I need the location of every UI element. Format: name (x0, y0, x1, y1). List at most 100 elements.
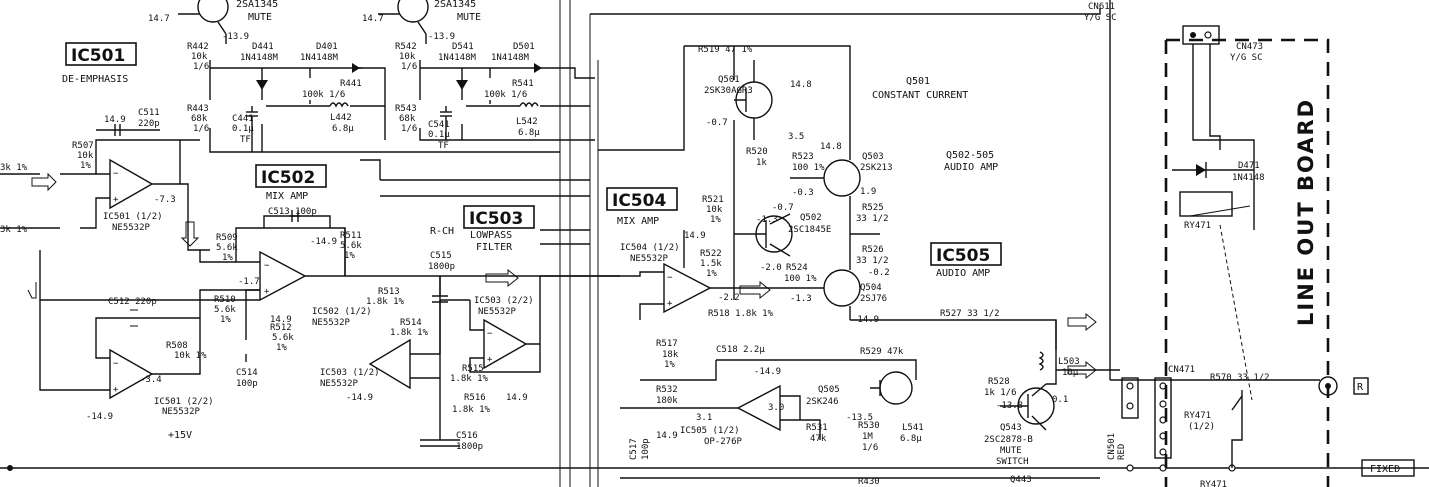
label-r520v: 1k (756, 158, 767, 168)
label-r543v: 68k (399, 114, 416, 124)
label-c514: C514 (236, 368, 258, 378)
svg-text:+: + (113, 195, 119, 205)
label-r522: R522 (700, 249, 722, 259)
label-r430: R430 (858, 477, 880, 487)
label-r3k1: 3k 1% (0, 163, 28, 173)
label-n149c: -14.9 (346, 393, 373, 403)
label-n149d: -14.9 (86, 412, 113, 422)
label-r515v: 1.8k 1% (450, 374, 489, 384)
label-r513v: 1.8k 1% (366, 297, 405, 307)
label-ry471b: RY471 (1184, 411, 1211, 421)
label-n13: -1.3 (756, 215, 778, 225)
label-r518: R518 1.8k 1% (708, 309, 774, 319)
label-n13b: -1.3 (790, 294, 812, 304)
label-c515v: 1800p (428, 262, 455, 272)
label-n07b: -0.7 (772, 203, 794, 213)
ic504-desc: MIX AMP (617, 216, 659, 227)
label-r541v: 100k 1/6 (484, 90, 527, 100)
ic505-opamp (620, 359, 917, 440)
ic505-label: IC505 (936, 246, 990, 266)
ic501b-opamp: − + (39, 289, 260, 400)
supply-note: +15V (168, 430, 192, 441)
label-r516: R516 (464, 393, 486, 403)
label-r520: R520 (746, 147, 768, 157)
label-r527: R527 33 1/2 (940, 309, 1000, 319)
ic504-box (606, 187, 678, 211)
label-r443v: 68k (191, 114, 208, 124)
label-r442v: 10k (191, 52, 208, 62)
label-r442: R442 (187, 42, 209, 52)
label-c518: C518 2.2µ (716, 345, 765, 355)
label-c541v: 0.1µ (428, 130, 450, 140)
label-v149b: 14.9 (270, 315, 292, 325)
label-r509v: 5.6k (216, 243, 238, 253)
label-n03: -0.3 (792, 188, 814, 198)
label-r508v: 10k 1% (174, 351, 207, 361)
label-cn473: CN473 (1236, 42, 1263, 52)
label-v149c: 14.9 (684, 231, 706, 241)
label-v19: 1.9 (860, 187, 876, 197)
board-title: LINE OUT BOARD (1294, 98, 1318, 326)
label-r443t: 1/6 (193, 124, 209, 134)
label-r510v: 5.6k (214, 305, 236, 315)
label-r531: R531 (806, 423, 828, 433)
label-r511t: 1% (344, 251, 355, 261)
mute-transistor-q441 (178, 0, 229, 44)
label-mute: MUTE (1000, 446, 1022, 456)
q502-note-desc: AUDIO AMP (944, 162, 998, 173)
label-d401v: 1N4148M (300, 53, 339, 63)
ic503-box (463, 205, 535, 229)
label-q504: Q504 (860, 283, 882, 293)
label-r512t: 1% (276, 343, 287, 353)
svg-text:−: − (113, 169, 119, 179)
label-v01: 0.1 (1052, 395, 1068, 405)
label-r512v: 5.6k (272, 333, 294, 343)
label-n22: -2.2 (718, 293, 740, 303)
label-ic504v: NE5532P (630, 254, 669, 264)
label-v149d: 14.9 (656, 431, 678, 441)
label-r509t: 1% (222, 253, 233, 263)
label-c516v: 1800p (456, 442, 483, 452)
de-emphasis-network-l (209, 60, 560, 153)
label-cn501: CN501 (1107, 433, 1117, 460)
ic502-label: IC502 (261, 168, 315, 188)
svg-text:−: − (264, 261, 270, 271)
label-l442: L442 (330, 113, 352, 123)
label-l542: L542 (516, 117, 538, 127)
label-d541v: 1N4148M (438, 53, 477, 63)
label-l503v: 10µ (1062, 368, 1079, 378)
terminal-r-box (1353, 377, 1369, 395)
label-r532v: 180k (656, 396, 678, 406)
label-r514: R514 (400, 318, 422, 328)
label-q443: Q443 (1010, 475, 1032, 485)
label-r441: R441 (340, 79, 362, 89)
label-q503: Q503 (862, 152, 884, 162)
ic503-desc1: LOWPASS (470, 230, 512, 241)
label-r516n: 14.9 (506, 393, 528, 403)
label-r516v: 1.8k 1% (452, 405, 491, 415)
ic501-box (65, 42, 137, 66)
svg-text:−: − (667, 273, 673, 283)
label-c512: C512 220p (108, 297, 157, 307)
label-n139a: -13.9 (222, 32, 249, 42)
label-ic503av: NE5532P (320, 379, 359, 389)
ic503-desc2: FILTER (476, 242, 513, 253)
label-r513: R513 (378, 287, 400, 297)
label-r523: R523 (792, 152, 814, 162)
label-r514v: 1.8k 1% (390, 328, 429, 338)
label-n17: -1.7 (238, 277, 260, 287)
terminal-r: R (1357, 382, 1364, 393)
svg-text:+: + (264, 287, 270, 297)
mute-transistor-q541 (378, 0, 429, 44)
q441-type: 2SA1345 (236, 0, 278, 10)
label-r443: R443 (187, 104, 209, 114)
label-cn473v: Y/G SC (1230, 53, 1263, 63)
label-r532: R532 (656, 385, 678, 395)
label-c541: C541 (428, 120, 450, 130)
label-l542v: 6.8µ (518, 128, 540, 138)
q543-transistor (1000, 370, 1057, 431)
label-c517v: 100p (641, 438, 651, 460)
label-c514v: 100p (236, 379, 258, 389)
label-r524v: 100 1% (784, 274, 817, 284)
label-v30: 3.0 (768, 403, 784, 413)
